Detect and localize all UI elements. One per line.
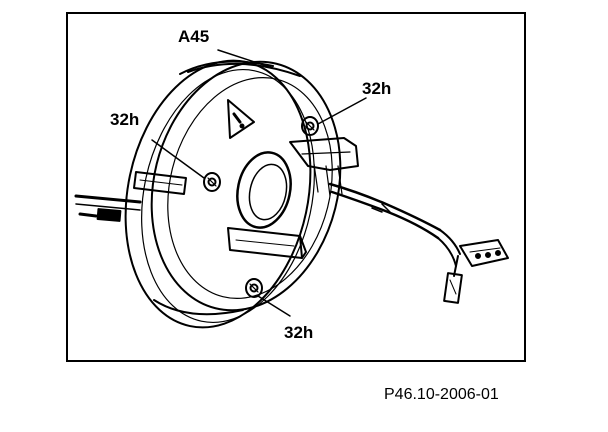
secondary-plug xyxy=(443,272,463,304)
screw-top-right xyxy=(301,116,319,136)
figure-frame: A45 32h 32h 32h xyxy=(66,12,526,362)
figure-code: P46.10-2006-01 xyxy=(384,386,499,403)
housing-rear-rim xyxy=(124,59,315,329)
housing-depth-lines xyxy=(153,60,301,316)
screw-bottom xyxy=(245,278,263,298)
callout-leader-lines xyxy=(151,49,367,317)
callout-32h-bottom: 32h xyxy=(284,323,314,342)
callout-32h-top-right: 32h xyxy=(362,79,392,98)
steering-column-stub xyxy=(74,194,142,222)
clockspring-illustration xyxy=(74,49,509,329)
screw-left xyxy=(203,172,221,192)
warning-triangle-icon xyxy=(227,99,255,139)
upper-connector-housing xyxy=(289,137,359,197)
housing-front-face xyxy=(150,60,342,312)
lower-bracket-tab xyxy=(227,227,307,259)
callout-32h-left: 32h xyxy=(110,110,140,129)
central-hub-opening xyxy=(236,151,292,229)
callout-a45: A45 xyxy=(178,27,210,46)
cable-harness xyxy=(328,182,461,277)
end-plug-connector xyxy=(459,239,509,267)
side-band-clip xyxy=(133,171,187,195)
